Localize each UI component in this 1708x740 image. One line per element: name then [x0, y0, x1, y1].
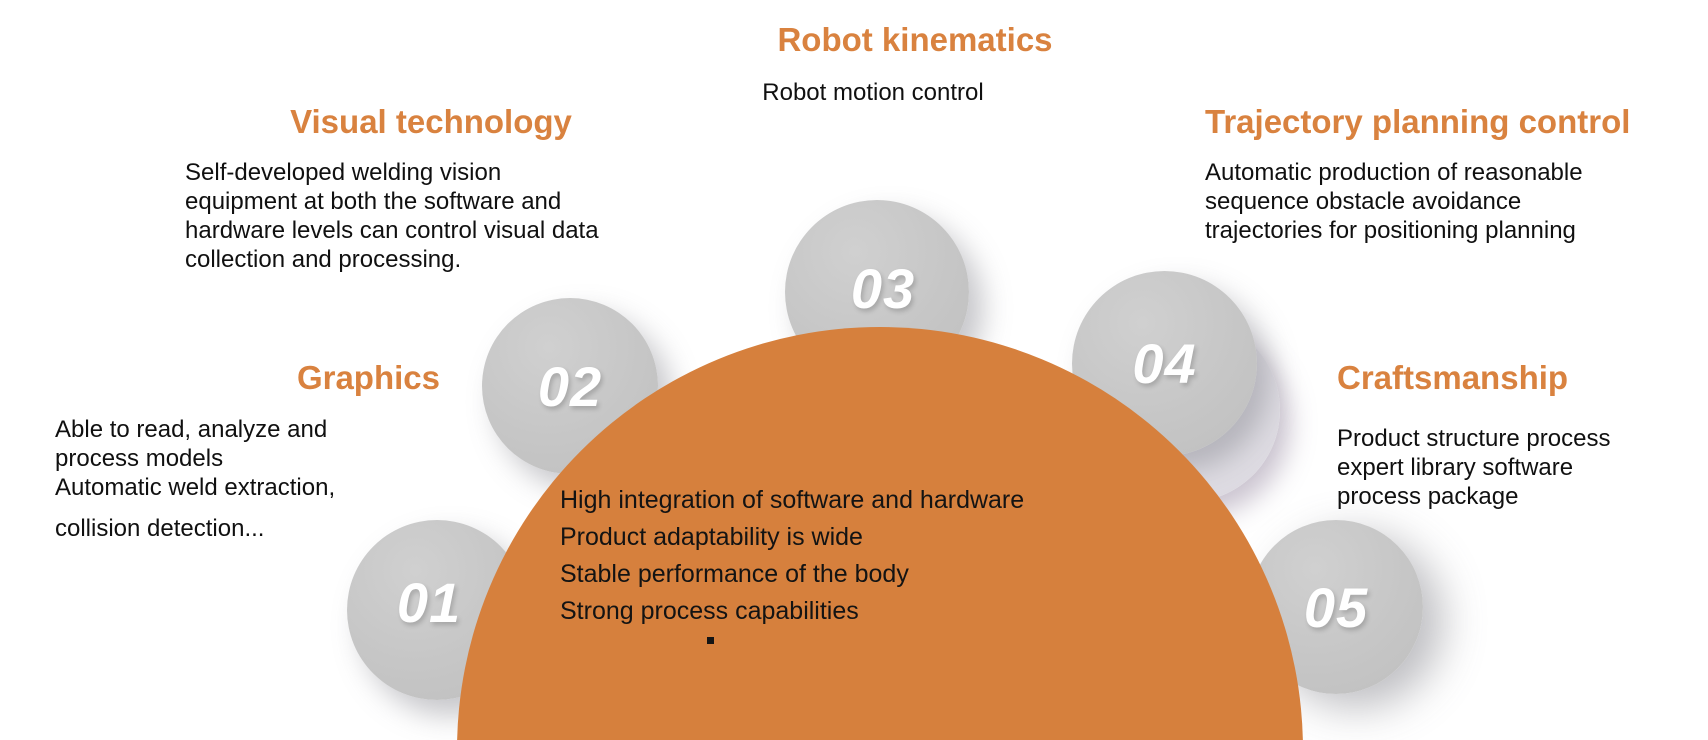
- body-line: Able to read, analyze and: [55, 416, 328, 443]
- section-title-visual-technology: Visual technology: [290, 103, 572, 140]
- center-feature-list: High integration of software and hardwar…: [560, 482, 1024, 630]
- step-number-02: 02: [537, 354, 603, 418]
- center-feature-line: Product adaptability is wide: [560, 523, 863, 551]
- body-line: sequence obstacle avoidance: [1205, 188, 1522, 215]
- body-line: trajectories for positioning planning: [1205, 217, 1576, 244]
- body-line: hardware levels can control visual data: [185, 217, 599, 244]
- section-body-craftsmanship: Product structure process expert library…: [1337, 424, 1677, 511]
- section-graphics: Graphics Able to read, analyze and proce…: [55, 358, 440, 543]
- body-line: process package: [1337, 483, 1519, 510]
- body-line: process models: [55, 445, 224, 472]
- section-body-visual-technology: Self-developed welding vision equipment …: [185, 158, 677, 274]
- body-line: equipment at both the software and: [185, 188, 562, 215]
- section-robot-kinematics: Robot kinematics Robot motion control: [695, 20, 1135, 107]
- body-line: collection and processing.: [185, 246, 462, 273]
- step-number-04: 04: [1132, 332, 1197, 395]
- center-feature-line: High integration of software and hardwar…: [560, 486, 1025, 514]
- body-line: Product structure process: [1337, 425, 1611, 452]
- section-title-craftsmanship: Craftsmanship: [1337, 359, 1569, 396]
- section-body-robot-kinematics: Robot motion control: [695, 78, 1051, 107]
- section-body-graphics: Able to read, analyze and process models…: [55, 415, 440, 543]
- center-feature-line: Strong process capabilities: [560, 597, 859, 625]
- section-visual-technology: Visual technology Self-developed welding…: [185, 102, 677, 274]
- body-line: Robot motion control: [762, 79, 984, 106]
- center-feature-line: Stable performance of the body: [560, 560, 909, 588]
- step-number-05: 05: [1303, 575, 1369, 639]
- body-line: expert library software: [1337, 454, 1574, 481]
- body-line: Self-developed welding vision: [185, 159, 502, 186]
- body-line: collision detection...: [55, 515, 265, 542]
- body-line: Automatic weld extraction,: [55, 474, 336, 501]
- section-title-robot-kinematics: Robot kinematics: [777, 21, 1053, 58]
- stray-dot-artifact: [707, 637, 714, 644]
- step-number-03: 03: [850, 256, 916, 320]
- step-number-01: 01: [396, 570, 462, 634]
- section-title-trajectory-planning-control: Trajectory planning control: [1205, 103, 1631, 140]
- section-trajectory-planning-control: Trajectory planning control Automatic pr…: [1205, 102, 1645, 245]
- section-craftsmanship: Craftsmanship Product structure process …: [1337, 358, 1677, 511]
- body-line: Automatic production of reasonable: [1205, 159, 1583, 186]
- section-body-trajectory-planning-control: Automatic production of reasonable seque…: [1205, 158, 1645, 245]
- section-title-graphics: Graphics: [296, 359, 440, 396]
